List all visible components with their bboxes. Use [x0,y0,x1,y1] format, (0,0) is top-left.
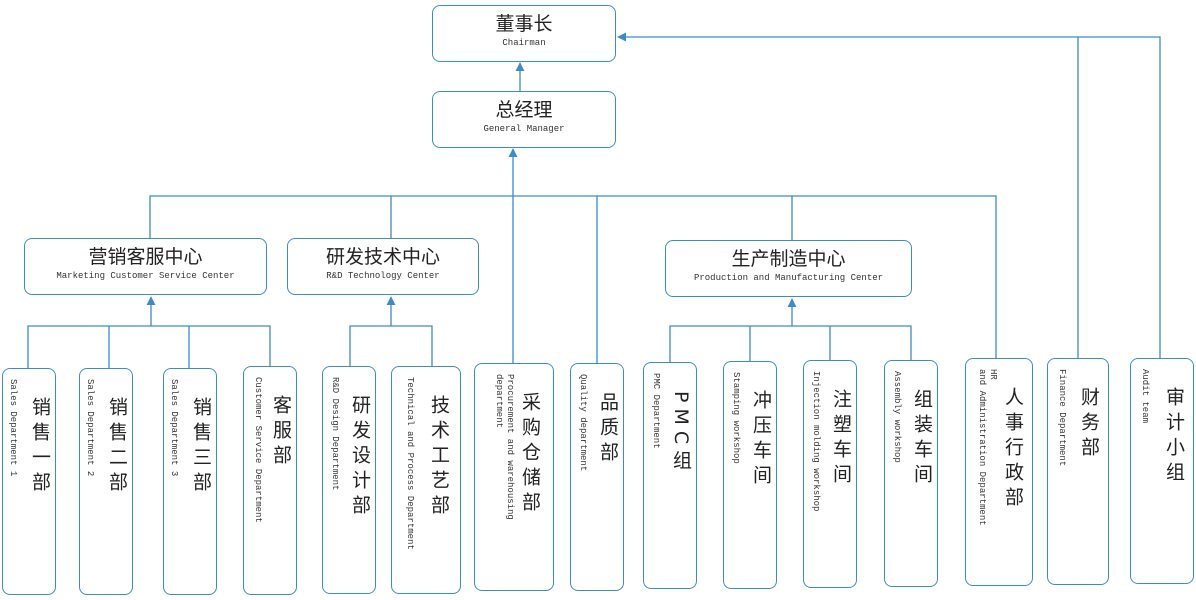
dept-rd-design: R&D Design Department 研发设计部 [322,366,376,594]
dept-customer-service-zh: 客服部 [270,395,292,470]
dept-sales-1-zh: 销售一部 [29,397,51,497]
dept-hr-admin-zh: 人事行政部 [1002,387,1024,512]
dept-pmc-zh: PMC组 [670,391,692,476]
dept-audit: Audit team 审计小组 [1130,358,1194,584]
level1-bus-line [149,195,997,358]
dept-technical-process-en: Technical and Process Department [405,377,415,550]
dept-stamping-zh: 冲压车间 [750,390,772,490]
dept-sales-3-en: Sales Department 3 [169,379,179,477]
marketing-center-box: 营销客服中心 Marketing Customer Service Center [24,238,267,295]
dept-rd-design-zh: 研发设计部 [349,395,371,520]
dept-pmc: PMC Department PMC组 [643,362,697,589]
production-center-en: Production and Manufacturing Center [693,273,884,283]
dept-stamping: Stamping workshop 冲压车间 [723,361,777,589]
marketing-center-en: Marketing Customer Service Center [56,271,235,281]
dept-customer-service: Customer Service Department 客服部 [243,366,297,595]
dept-rd-design-en: R&D Design Department [330,377,340,491]
dept-finance-zh: 财务部 [1078,387,1100,462]
dept-assembly: Assembly workshop 组装车间 [884,360,938,587]
rd-center-box: 研发技术中心 R&D Technology Center [287,238,479,295]
dept-sales-1-en: Sales Department 1 [8,379,18,477]
rd-center-zh: 研发技术中心 [325,246,440,268]
dept-audit-en: Audit team [1140,369,1150,424]
general-manager-en: General Manager [483,124,565,134]
dept-sales-1: Sales Department 1 销售一部 [2,368,56,595]
dept-assembly-zh: 组装车间 [911,389,933,489]
marketing-bus-line [27,325,271,368]
dept-pmc-en: PMC Department [651,373,661,449]
dept-finance: Finance Department 财务部 [1047,358,1109,585]
dept-sales-3: Sales Department 3 销售三部 [163,368,217,595]
dept-quality-zh: 品质部 [597,392,619,467]
dept-quality: Quality department 品质部 [570,363,624,591]
dept-procurement-en: Procurement and warehousing department [494,374,515,520]
production-center-box: 生产制造中心 Production and Manufacturing Cent… [665,240,912,297]
dept-sales-3-zh: 销售三部 [190,397,212,497]
dept-injection-zh: 注塑车间 [830,389,852,489]
production-center-zh: 生产制造中心 [731,248,846,270]
dept-stamping-en: Stamping workshop [731,372,741,464]
general-manager-zh: 总经理 [495,99,553,121]
dept-hr-admin: HR and Administration Department 人事行政部 [965,358,1033,586]
dept-finance-en: Finance Department [1057,369,1067,467]
dept-procurement-zh: 采购仓储部 [519,392,541,517]
chairman-box: 董事长 Chairman [432,5,616,62]
audit-to-chairman-line [617,32,1161,358]
dept-procurement: Procurement and warehousing department 采… [474,363,554,591]
dept-assembly-en: Assembly workshop [892,371,902,463]
rd-bus-line [349,325,433,366]
dept-technical-process-zh: 技术工艺部 [428,395,450,520]
dept-injection: Injection molding workshop 注塑车间 [803,360,857,588]
dept-sales-2-en: Sales Department 2 [85,379,95,477]
dept-customer-service-en: Customer Service Department [253,377,263,523]
chairman-en: Chairman [502,38,546,48]
dept-quality-en: Quality department [578,374,588,472]
dept-audit-zh: 审计小组 [1163,387,1185,487]
dept-hr-admin-en: HR and Administration Department [977,369,998,526]
marketing-center-zh: 营销客服中心 [88,246,203,268]
dept-technical-process: Technical and Process Department 技术工艺部 [391,366,461,594]
chairman-zh: 董事长 [495,13,553,35]
rd-center-en: R&D Technology Center [326,271,440,281]
dept-sales-2-zh: 销售二部 [106,397,128,497]
dept-sales-2: Sales Department 2 销售二部 [79,368,133,595]
dept-injection-en: Injection molding workshop [811,371,821,512]
production-bus-line [669,325,912,362]
general-manager-box: 总经理 General Manager [432,91,616,148]
